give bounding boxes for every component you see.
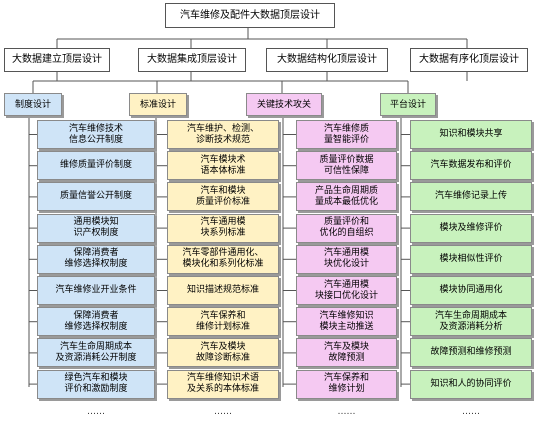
category-item: 通用模块知 识产权制度 <box>37 213 155 243</box>
category-item: 保障消费者 维修选择权制度 <box>37 244 155 274</box>
category-item: 汽车通用模 块优化设计 <box>296 244 397 274</box>
category-item: 故障预测和维修预测 <box>410 338 532 368</box>
category-item: 汽车及模块 故障诊断标准 <box>167 338 279 368</box>
category-item: 知识和模块共享 <box>410 120 532 149</box>
category-item: 维修质量评价制度 <box>37 151 155 181</box>
category-item: 产品生命周期质 量成本最低优化 <box>296 182 397 212</box>
category-item: 汽车生命周期成本 及资源消耗公开制度 <box>37 338 155 368</box>
category-item: 汽车维修知识 模块主动推送 <box>296 307 397 337</box>
ellipsis-more: …… <box>87 407 105 417</box>
category-item: 汽车模块术 语本体标准 <box>167 151 279 181</box>
category-header-2: 关键技术攻关 <box>246 93 322 116</box>
category-item: 汽车和模块 质量评价标准 <box>167 182 279 212</box>
category-item: 模块及维修评价 <box>410 213 532 243</box>
level2-node-structure: 大数据结构化顶层设计 <box>266 48 388 72</box>
level2-node-integrate: 大数据集成顶层设计 <box>138 48 246 72</box>
category-item: 汽车通用模 块接口优化设计 <box>296 276 397 305</box>
category-item: 汽车维修质 量智能评价 <box>296 120 397 149</box>
category-item: 模块协同通用化 <box>410 276 532 305</box>
category-item: 汽车通用模 块系列标准 <box>167 213 279 243</box>
category-header-0: 制度设计 <box>4 93 62 116</box>
category-item: 汽车维修知识术语 及关系的本体标准 <box>167 369 279 399</box>
category-item: 汽车及模块 故障预测 <box>296 338 397 368</box>
level2-node-order: 大数据有序化顶层设计 <box>410 48 528 72</box>
level2-node-build: 大数据建立顶层设计 <box>4 48 110 72</box>
category-item: 汽车维护、检测、 诊断技术规范 <box>167 120 279 149</box>
category-item: 汽车保养和 维修计划 <box>296 369 397 399</box>
category-header-3: 平台设计 <box>380 93 436 116</box>
category-item: 汽车零部件通用化、 模块化和系列化标准 <box>167 244 279 274</box>
category-item: 模块相似性评价 <box>410 244 532 274</box>
category-item: 知识和人的协同评价 <box>410 369 532 399</box>
category-item: 汽车维修技术 信息公开制度 <box>37 120 155 149</box>
category-header-1: 标准设计 <box>129 93 187 116</box>
category-item: 汽车生命周期成本 及资源消耗分析 <box>410 307 532 337</box>
category-item: 质量信誉公开制度 <box>37 182 155 212</box>
category-item: 质量评价数据 可信性保障 <box>296 151 397 181</box>
ellipsis-more: …… <box>462 407 480 417</box>
category-item: 汽车维修记录上传 <box>410 182 532 212</box>
category-item: 汽车数据发布和评价 <box>410 151 532 181</box>
ellipsis-more: …… <box>337 407 356 417</box>
category-item: 汽车维修业开业条件 <box>37 276 155 305</box>
category-item: 质量评价和 优化的自组织 <box>296 213 397 243</box>
root-node: 汽车维修及配件大数据顶层设计 <box>165 3 335 28</box>
ellipsis-more: …… <box>214 407 232 417</box>
category-item: 汽车保养和 维修计划标准 <box>167 307 279 337</box>
category-item: 知识描述规范标准 <box>167 276 279 305</box>
category-item: 保障消费者 维修选择权制度 <box>37 307 155 337</box>
category-item: 绿色汽车和模块 评价和激励制度 <box>37 369 155 399</box>
